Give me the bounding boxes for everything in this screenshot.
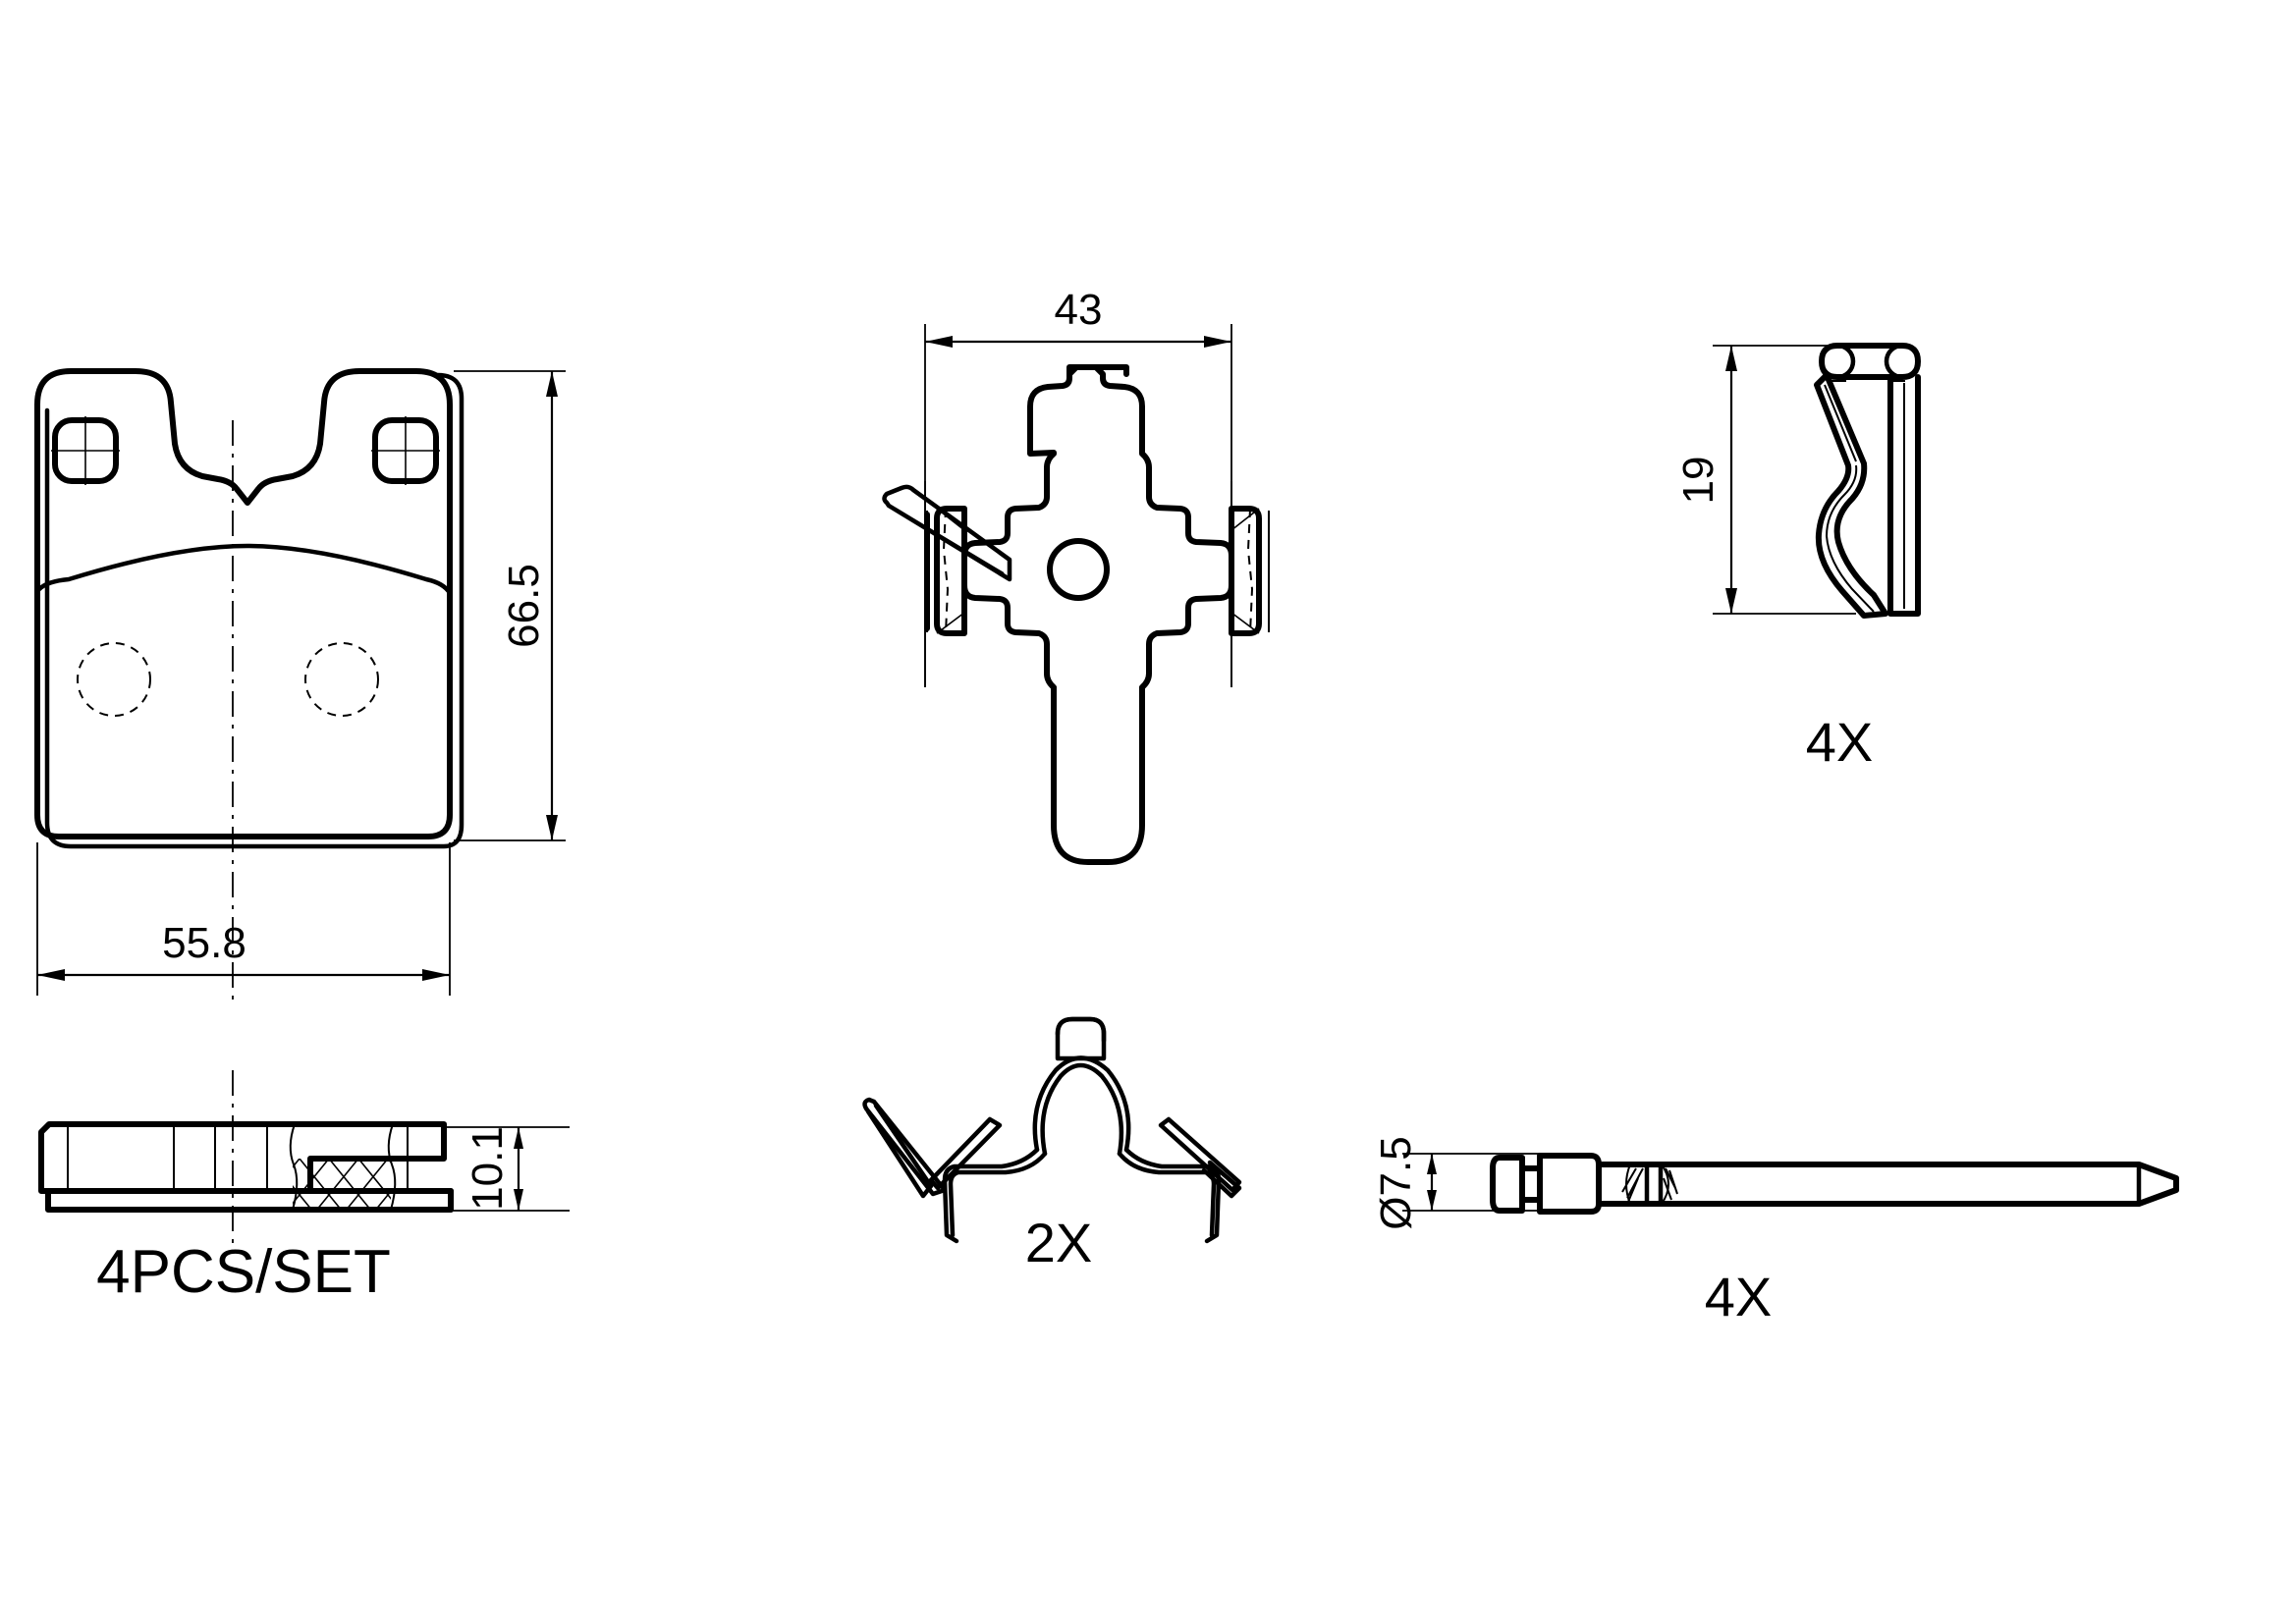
spring-height-arrow-bottom [1725, 588, 1737, 614]
brake-pad-side-view: 4PCS/SET [38, 1121, 454, 1306]
wave-spring-quantity-label: 4X [1806, 711, 1874, 773]
clip-width-arrow-left [925, 336, 953, 348]
pad-side-friction-slab [38, 1121, 447, 1194]
bow-clip-left-barb-hook [928, 1116, 1003, 1191]
bow-clip-quantity-label: 2X [1025, 1212, 1093, 1273]
pin-quantity-label: 4X [1705, 1266, 1773, 1327]
pad-height-arrow-bottom [546, 815, 558, 840]
pad-width-arrow-left [37, 969, 65, 981]
cross-clip-right-cham-2 [1230, 612, 1260, 634]
pad-thickness-arrow-bottom [514, 1189, 523, 1211]
dimension-pad-width: 55.8 [36, 842, 451, 996]
pin-knurl-hatch-right [1661, 1163, 1678, 1205]
retaining-pin: 4X [1490, 1153, 2179, 1327]
pad-outline [34, 368, 453, 839]
pin-knurl-slot [1644, 1162, 1664, 1207]
brake-pad-front-view [34, 368, 465, 1247]
cross-clip-right-cham-1 [1230, 508, 1260, 531]
wave-spring-right-eye [1884, 343, 1921, 380]
pad-width-label: 55.8 [162, 919, 246, 967]
dimension-pad-thickness: 10.1 [444, 1126, 570, 1212]
pad-side-backing-plate-body [45, 1188, 454, 1213]
cross-clip-left-cham-2 [936, 612, 965, 634]
pin-dia-arrow-top [1427, 1154, 1437, 1174]
bow-clip-left-barb-tail [865, 1103, 934, 1199]
spring-height-arrow-top [1725, 346, 1737, 371]
bow-clip-arch-outer [1032, 1055, 1131, 1153]
pad-side-break-left [289, 1123, 299, 1211]
bow-spring-clip: 2X [862, 1016, 1242, 1273]
bow-clip-right-barb-tail [1201, 1160, 1242, 1199]
pin-shaft [1596, 1162, 2179, 1207]
pin-collar [1537, 1153, 1602, 1215]
friction-material-boundary [36, 543, 453, 596]
clip-width-arrow-right [1204, 336, 1231, 348]
pad-thickness-arrow-top [514, 1127, 523, 1149]
wave-spring-serpentine-outer [1814, 372, 1888, 619]
bow-clip-arch-inner [1040, 1062, 1124, 1157]
cross-clip-center-hole [1047, 538, 1110, 601]
pad-hidden-boss-right [304, 642, 379, 717]
cross-clip-top-tab [1066, 364, 1129, 377]
spring-height-label: 19 [1674, 457, 1722, 505]
pad-backing-plate-edge [44, 372, 465, 849]
cross-clip-right-hidden [1246, 508, 1254, 634]
wave-spring-clip: 4X [1806, 343, 1921, 773]
pad-thickness-label: 10.1 [464, 1126, 512, 1211]
wave-spring-serpentine-fold2 [1825, 464, 1875, 613]
clip-width-label: 43 [1055, 286, 1103, 334]
wave-spring-left-eye [1819, 343, 1856, 380]
cross-clip-body [961, 364, 1234, 865]
cross-clip-left-hidden [942, 508, 950, 634]
pad-side-break-right [387, 1123, 397, 1211]
bow-clip-right-barb [1158, 1116, 1242, 1193]
bow-clip-left-leg-inner [948, 1151, 1048, 1238]
pin-knurl-hatch-left [1621, 1163, 1644, 1205]
pad-height-arrow-top [546, 371, 558, 397]
dimension-pad-height: 66.5 [454, 370, 566, 841]
pin-head-cap [1490, 1155, 1525, 1214]
dimension-pin-diameter: Ø7.5 [1372, 1136, 1552, 1230]
pad-set-quantity-label: 4PCS/SET [96, 1238, 391, 1306]
bow-clip-top-nub-body [1055, 1016, 1107, 1061]
pin-dia-arrow-bottom [1427, 1190, 1437, 1211]
pin-knurl-group [1621, 1162, 1678, 1207]
cross-clip-left-endcap [934, 506, 967, 636]
cross-clip [882, 364, 1270, 865]
wave-spring-top-bar [1819, 343, 1921, 380]
bow-clip-left-leg [942, 1147, 1040, 1244]
pad-width-arrow-right [422, 969, 450, 981]
cross-clip-spring-tab [882, 484, 1012, 582]
wave-spring-right-leg [1887, 374, 1921, 617]
bow-clip-left-barb [862, 1097, 948, 1197]
wave-spring-serpentine-fold [1824, 384, 1857, 462]
pad-hidden-boss-left [77, 642, 151, 717]
pin-dia-label: Ø7.5 [1372, 1136, 1420, 1229]
dimension-spring-height: 19 [1674, 345, 1856, 615]
pad-height-label: 66.5 [500, 564, 548, 648]
cross-clip-spring-tab-fold [895, 508, 1005, 574]
